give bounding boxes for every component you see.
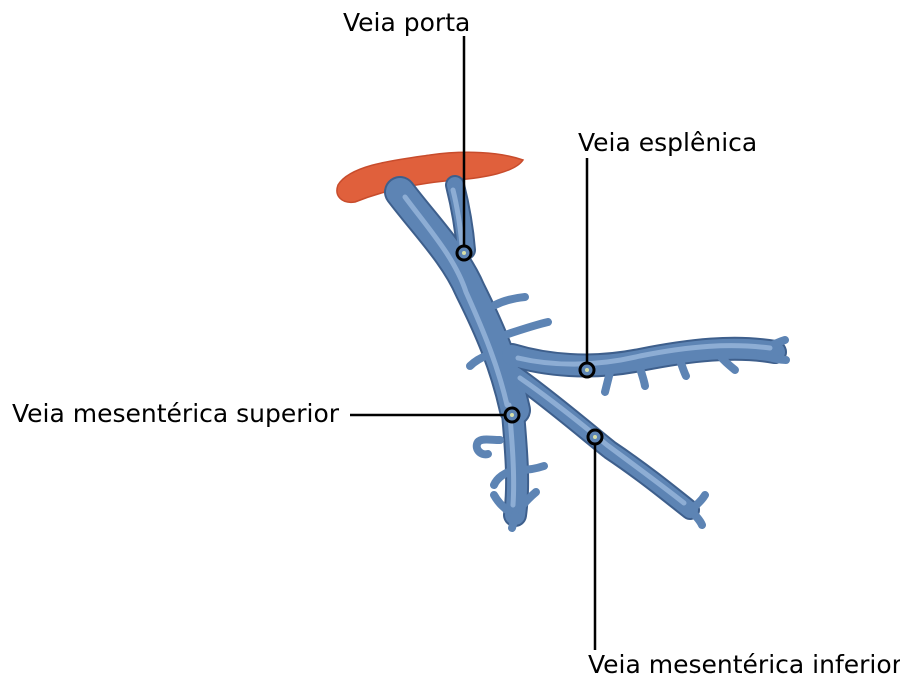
marker-splenic	[580, 363, 594, 377]
label-portal-vein: Veia porta	[343, 10, 470, 35]
marker-inf-mesenteric	[588, 430, 602, 444]
liver-fragment	[337, 152, 523, 202]
vein-network	[400, 185, 786, 528]
marker-sup-mesenteric	[505, 408, 519, 422]
label-inferior-mesenteric-vein: Veia mesentérica inferior	[588, 652, 900, 677]
label-superior-mesenteric-vein: Veia mesentérica superior	[12, 401, 339, 426]
label-splenic-vein: Veia esplênica	[578, 130, 757, 155]
leader-lines	[350, 36, 595, 650]
marker-portal	[457, 246, 471, 260]
